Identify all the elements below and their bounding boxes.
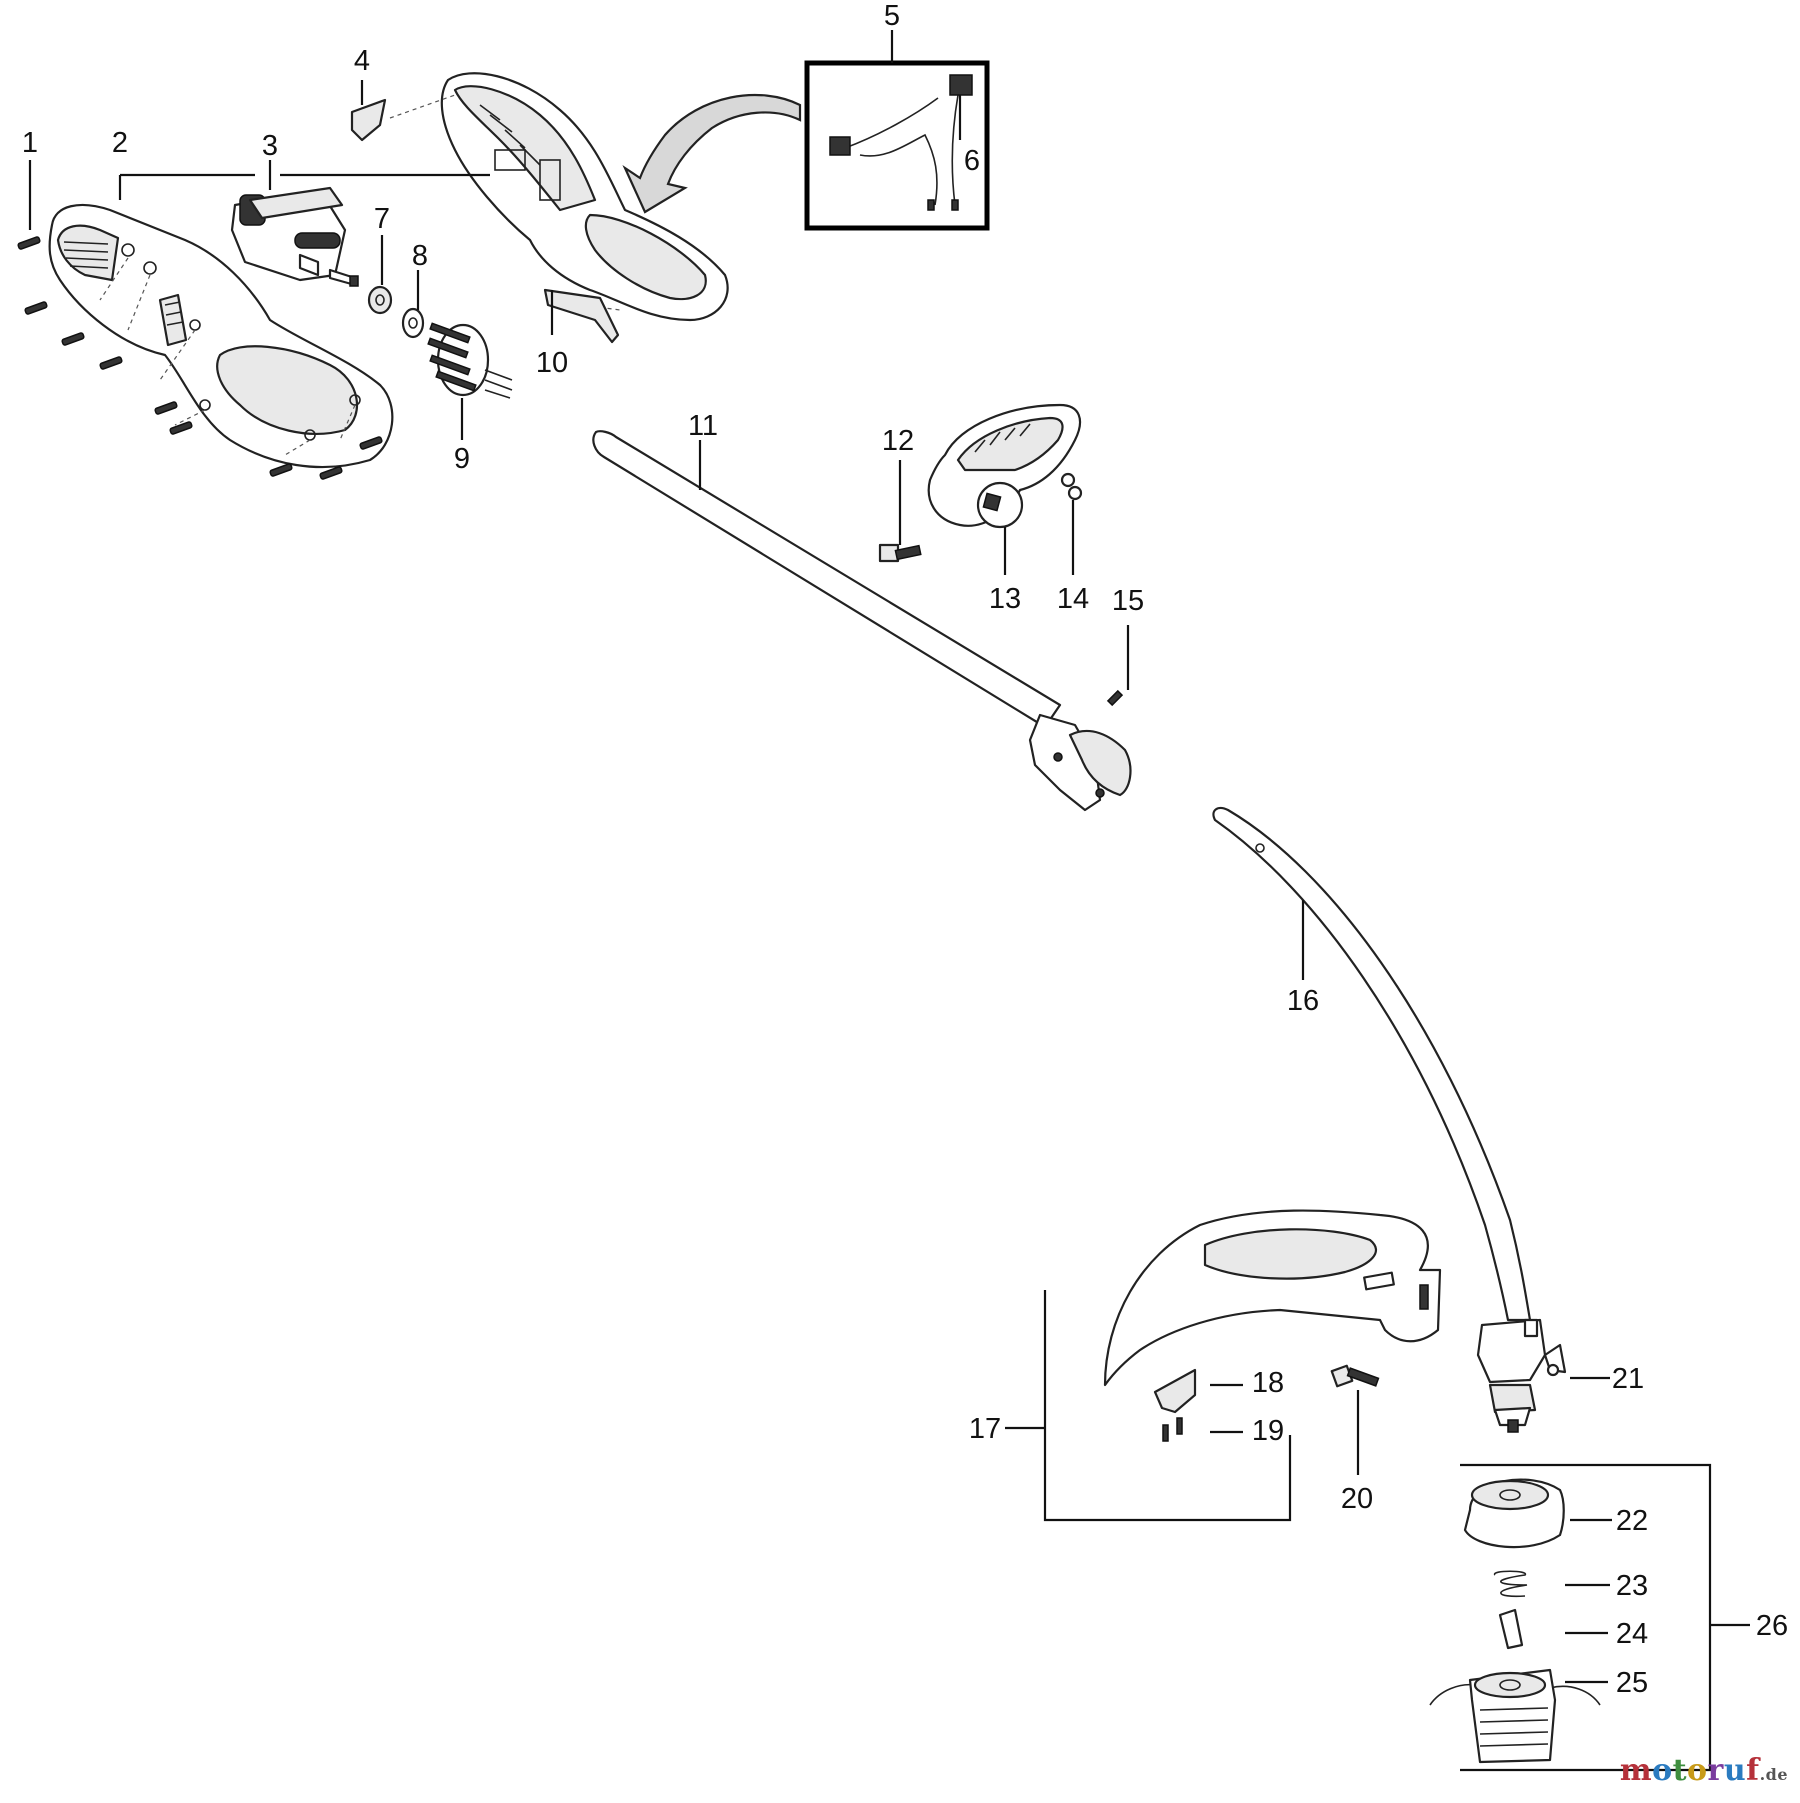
motor [230, 186, 359, 287]
handle-bolt [878, 543, 922, 563]
callout-10: 10 [536, 347, 568, 379]
assist-handle [927, 403, 1082, 529]
washer [401, 307, 425, 339]
callout-12: 12 [882, 425, 914, 457]
watermark-letter: u [1723, 1753, 1747, 1788]
callout-1: 1 [22, 127, 38, 159]
callout-25: 25 [1616, 1667, 1648, 1699]
callout-8: 8 [412, 240, 428, 272]
callout-6: 6 [964, 145, 980, 177]
shaft-wing-nut [1543, 1343, 1567, 1377]
grass-guard [1103, 1209, 1442, 1387]
callout-22: 22 [1616, 1505, 1648, 1537]
callout-15: 15 [1112, 585, 1144, 617]
line-cutter-blade [1153, 1368, 1197, 1414]
trigger [543, 288, 620, 344]
callout-3: 3 [262, 130, 278, 162]
spring [1494, 1570, 1528, 1598]
callout-2: 2 [112, 127, 128, 159]
assembly-arrow [622, 93, 802, 214]
line-retainer [1498, 1608, 1524, 1650]
blade-screws [1162, 1417, 1183, 1442]
callout-7: 7 [374, 203, 390, 235]
watermark-letter: o [1652, 1753, 1673, 1788]
spool-cover [1463, 1478, 1565, 1549]
watermark-letter: m [1619, 1753, 1653, 1788]
guard-bolt [1330, 1364, 1380, 1388]
upper-shaft [592, 430, 1132, 812]
callout-9: 9 [454, 443, 470, 475]
watermark-letter: f [1746, 1753, 1760, 1788]
screws [17, 236, 383, 480]
callout-16: 16 [1287, 985, 1319, 1017]
right-housing [389, 72, 729, 322]
wing-nut [1060, 472, 1083, 501]
fan [427, 322, 513, 399]
bearing [367, 285, 393, 315]
left-housing [48, 203, 394, 469]
callout-11: 11 [688, 410, 718, 442]
leader-lines [28, 30, 1750, 1772]
shaft-screw [1106, 689, 1124, 707]
callout-14: 14 [1057, 583, 1089, 615]
cord-clip [350, 98, 387, 142]
callout-26: 26 [1756, 1610, 1788, 1642]
callout-24: 24 [1616, 1618, 1648, 1650]
callout-20: 20 [1341, 1483, 1373, 1515]
callout-21: 21 [1612, 1363, 1644, 1395]
callout-17: 17 [969, 1413, 1001, 1445]
watermark-letter: o [1687, 1753, 1708, 1788]
watermark-letter: t [1672, 1753, 1688, 1788]
callout-4: 4 [354, 45, 370, 77]
lower-shaft [1212, 806, 1532, 1322]
callout-13: 13 [989, 583, 1021, 615]
watermark-logo: motoruf.de [1620, 1753, 1788, 1788]
watermark-letter: r [1707, 1753, 1724, 1788]
callout-23: 23 [1616, 1570, 1648, 1602]
spool [1429, 1668, 1601, 1764]
wiring-inset [804, 60, 990, 231]
gear-head [1476, 1318, 1547, 1433]
callout-18: 18 [1252, 1367, 1284, 1399]
watermark-tld: .de [1759, 1765, 1788, 1784]
callout-5: 5 [884, 0, 900, 32]
callout-labels: 1 2 3 4 5 6 7 8 9 10 11 12 13 14 15 16 1… [22, 0, 1788, 1699]
callout-19: 19 [1252, 1415, 1284, 1447]
